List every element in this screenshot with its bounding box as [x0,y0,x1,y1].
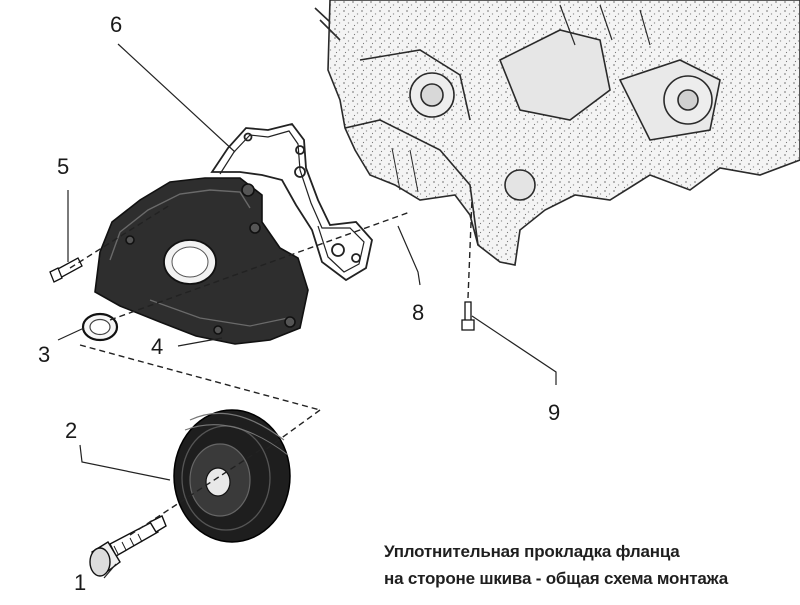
callout-leaders [57,43,557,579]
callout-1: 1 [74,570,87,595]
callout-2: 2 [65,418,78,443]
pulley-bolt [89,515,167,577]
assembly-axis-lines [69,197,473,536]
engine-block [314,0,800,266]
block-bolt-9 [461,301,475,331]
callout-6: 6 [110,12,123,37]
diagram-caption: Уплотнительная прокладка фланца на сторо… [384,538,794,592]
callout-3: 3 [38,342,51,367]
sealing-flange [94,177,309,345]
caption-line-2: на стороне шкива - общая схема монтажа [384,569,728,588]
callout-8: 8 [412,300,425,325]
callout-9: 9 [548,400,561,425]
caption-line-1: Уплотнительная прокладка фланца [384,542,680,561]
oil-seal-ring [81,312,119,342]
flange-bolt-5 [49,257,83,283]
flange-gasket [210,122,373,282]
callout-4: 4 [151,334,164,359]
crankshaft-pulley [173,409,291,543]
callout-5: 5 [57,154,70,179]
